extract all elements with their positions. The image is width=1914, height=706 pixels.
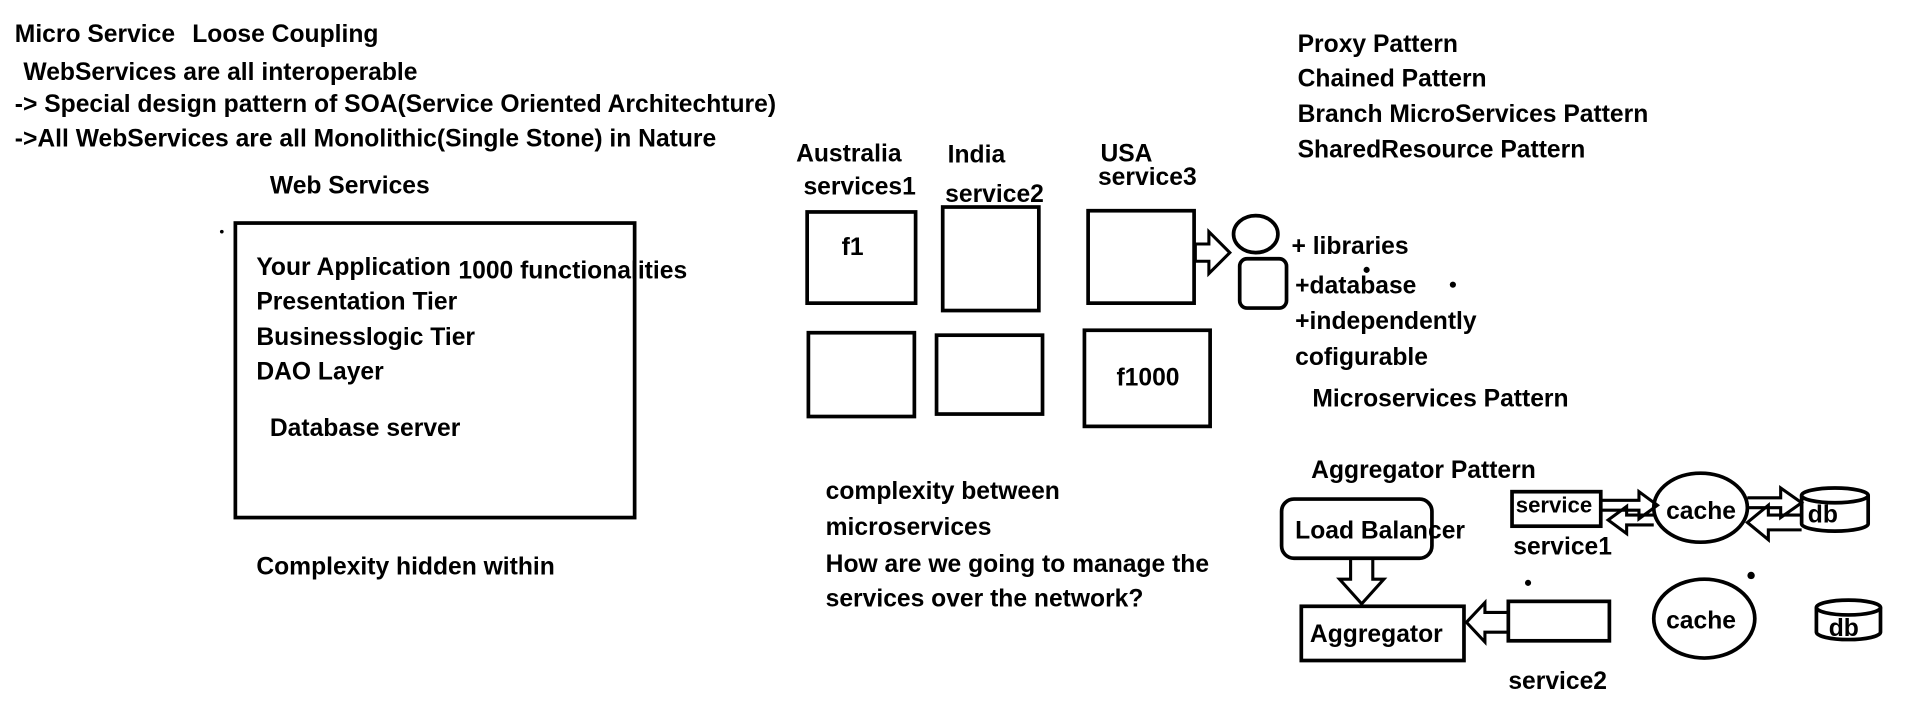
arrow-service2-to-aggregator (1464, 598, 1509, 646)
region-india: India (947, 141, 1006, 169)
feature-libraries: + libraries (1291, 232, 1409, 261)
aggregator-label: Aggregator (1309, 621, 1443, 649)
db-bottom-label: db (1828, 614, 1859, 643)
pattern-chained: Chained Pattern (1297, 65, 1487, 93)
monolith-line-dao: DAO Layer (256, 358, 384, 386)
region-india-service: service2 (945, 181, 1044, 209)
person-body (1237, 256, 1289, 310)
monolith-caption: Complexity hidden within (256, 553, 555, 581)
region-usa: USA (1100, 140, 1153, 168)
region-australia: Australia (796, 140, 902, 168)
stray-dot (1747, 571, 1755, 580)
service-box-india-top (940, 205, 1041, 313)
service-box-f1000 (1082, 328, 1212, 429)
web-services-heading: Web Services (269, 172, 430, 200)
title-micro-service: Micro Service (14, 20, 176, 49)
complexity-line-3: How are we going to manage the (825, 550, 1210, 578)
box-label-f1: f1 (841, 234, 864, 262)
db-top-label: db (1807, 501, 1838, 529)
microservices-pattern-label: Microservices Pattern (1312, 385, 1569, 413)
arrow-service-to-cache (1600, 488, 1661, 522)
service1-label: service1 (1513, 533, 1612, 561)
aggregator-pattern-title: Aggregator Pattern (1311, 457, 1536, 485)
monolith-line-presentation: Presentation Tier (256, 288, 458, 316)
intro-line-1: WebServices are all interoperable (23, 59, 418, 87)
service2-label: service2 (1508, 667, 1608, 696)
service-box-bottom-1 (806, 330, 917, 419)
arrow-to-person (1193, 227, 1233, 278)
monolith-box (233, 221, 637, 520)
service-box-f1 (805, 210, 918, 305)
feature-independently: +independently (1295, 308, 1477, 336)
intro-line-3: ->All WebServices are all Monolithic(Sin… (14, 125, 717, 153)
aggregator-box (1299, 604, 1466, 663)
monolith-db-label: Database server (269, 415, 461, 443)
stray-dot (1363, 266, 1370, 273)
pattern-shared-resource: SharedResource Pattern (1297, 136, 1586, 164)
stray-dot (219, 229, 224, 234)
intro-line-2: -> Special design pattern of SOA(Service… (14, 91, 777, 119)
stray-dot (1449, 281, 1456, 288)
person-head (1231, 213, 1280, 255)
region-australia-service: services1 (803, 173, 916, 201)
db-bottom-cylinder (1814, 607, 1883, 642)
feature-configurable: cofigurable (1295, 343, 1428, 371)
feature-database: +database (1295, 272, 1417, 300)
db-bottom-cylinder-lid (1814, 598, 1883, 617)
service-box-label: service (1515, 492, 1593, 518)
complexity-line-4: services over the network? (825, 585, 1144, 613)
complexity-line-1: complexity between (825, 478, 1060, 506)
region-usa-service: service3 (1097, 163, 1197, 192)
cache-bottom-label: cache (1666, 607, 1736, 635)
service2-box (1506, 599, 1612, 643)
complexity-line-2: microservices (825, 513, 992, 541)
monolith-line-business: Businesslogic Tier (256, 324, 476, 352)
stray-dot (1524, 579, 1532, 586)
box-label-f1000: f1000 (1116, 364, 1180, 392)
service-box-usa-top (1086, 208, 1196, 305)
pattern-branch: Branch MicroServices Pattern (1297, 101, 1649, 129)
cache-top-label: cache (1666, 497, 1736, 525)
pattern-proxy: Proxy Pattern (1297, 30, 1458, 58)
db-top-cylinder (1799, 495, 1871, 533)
monolith-line-app: Your Application (256, 253, 451, 281)
arrow-lb-to-aggregator (1336, 556, 1388, 607)
cache-bottom-shape (1651, 577, 1757, 660)
db-top-cylinder-lid (1799, 486, 1871, 505)
arrow-cache-to-service (1605, 503, 1654, 537)
arrow-cache-to-db (1747, 485, 1805, 521)
monolith-functionalities: 1000 functionalities (458, 257, 688, 285)
service-box-bottom-2 (934, 333, 1045, 416)
title-loose-coupling: Loose Coupling (192, 20, 379, 49)
load-balancer-label: Load Balancer (1295, 517, 1465, 545)
arrow-db-to-cache (1744, 501, 1802, 544)
